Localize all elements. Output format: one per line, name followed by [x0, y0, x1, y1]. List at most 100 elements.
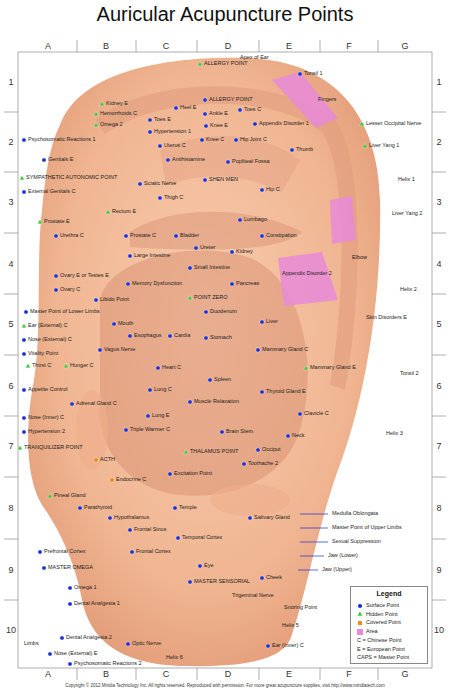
- grid-reference: G: [401, 42, 408, 51]
- point-marker: [108, 516, 112, 520]
- legend-text: C = Chinese Point: [357, 637, 401, 643]
- point-marker: [128, 334, 132, 338]
- point-label: Adrenal Gland C: [76, 401, 117, 407]
- point-marker: [68, 586, 72, 590]
- point-label: Hunger C: [70, 363, 94, 369]
- point-label: Omega 1: [74, 585, 97, 591]
- point-label: Prostate C: [130, 233, 156, 239]
- point-label: Ankle E: [209, 111, 228, 117]
- legend-text: E = European Point: [357, 646, 405, 652]
- legend-row: CAPS = Master Point: [357, 654, 409, 661]
- point-marker: [184, 449, 189, 453]
- point-label: Toothache 2: [248, 461, 278, 467]
- point-label: Optic Nerve: [132, 641, 161, 647]
- area-patch: [272, 72, 338, 128]
- point-label: ALLERGY POINT: [209, 97, 253, 103]
- point-label: Tonsil 2: [400, 371, 419, 377]
- point-marker: [110, 478, 114, 482]
- point-marker: [54, 274, 58, 278]
- point-marker: [48, 493, 53, 497]
- point-label: Sciatic Nerve: [144, 181, 176, 187]
- point-marker: [234, 138, 238, 142]
- point-label: Dental Analgesia 2: [66, 635, 112, 641]
- point-label: Trigeminal Nerve: [232, 593, 274, 599]
- point-label: Nose (Inner) C: [28, 415, 64, 421]
- point-label: Sexual Suppression: [332, 539, 381, 545]
- point-label: Duodenum: [210, 309, 237, 315]
- point-marker: [158, 196, 162, 200]
- point-marker: [98, 348, 102, 352]
- point-label: Lumbago: [244, 217, 267, 223]
- point-marker: [124, 234, 128, 238]
- point-label: Cheek: [266, 575, 282, 581]
- point-label: Lung C: [154, 387, 172, 393]
- grid-reference: 10: [6, 626, 16, 635]
- grid-reference: 7: [436, 442, 441, 451]
- point-marker: [42, 566, 46, 570]
- point-label: Prostate E: [44, 219, 70, 225]
- point-label: Helix 2: [400, 287, 417, 293]
- point-label: THALAMUS POINT: [190, 449, 238, 455]
- point-marker: [203, 112, 207, 116]
- grid-reference: 4: [8, 260, 13, 269]
- point-marker: [304, 365, 309, 369]
- legend-text: Area: [366, 628, 378, 634]
- grid-reference: D: [225, 42, 232, 51]
- point-marker: [148, 118, 152, 122]
- point-marker: [203, 178, 207, 182]
- point-marker: [146, 414, 150, 418]
- point-marker: [298, 72, 302, 76]
- point-marker: [130, 550, 134, 554]
- point-label: Occiput: [262, 447, 281, 453]
- point-marker: [203, 98, 207, 102]
- point-label: Neck: [292, 433, 305, 439]
- point-label: Helix 1: [398, 177, 415, 183]
- point-label: Vagus Nerve: [104, 347, 135, 353]
- legend-symbol: [357, 620, 363, 626]
- point-marker: [248, 516, 252, 520]
- point-label: Esophagus: [134, 333, 162, 339]
- point-marker: [106, 209, 111, 213]
- point-label: Temporal Cortex: [182, 535, 222, 541]
- legend-row: Covered Point: [357, 619, 401, 626]
- point-marker: [126, 642, 130, 646]
- point-label: Pancreas: [236, 281, 259, 287]
- point-label: Genitals E: [48, 157, 73, 163]
- grid-reference: 9: [436, 566, 441, 575]
- point-label: Medulla Oblongata: [332, 511, 378, 517]
- point-label: Psychosomatic Reactions 1: [28, 137, 96, 143]
- point-label: Nose (External) E: [54, 651, 97, 657]
- point-marker: [204, 336, 208, 340]
- point-marker: [22, 352, 26, 356]
- legend-swatch: [357, 629, 363, 635]
- point-marker: [64, 363, 69, 367]
- point-label: Small Intestine: [194, 265, 230, 271]
- point-marker: [60, 636, 64, 640]
- point-marker: [128, 254, 132, 258]
- point-marker: [54, 288, 58, 292]
- point-marker: [18, 445, 23, 449]
- point-label: Brain Stem: [226, 429, 253, 435]
- point-label: Lung E: [152, 413, 169, 419]
- grid-reference: A: [45, 42, 51, 51]
- point-label: Hip C: [266, 187, 280, 193]
- point-label: Master Point of Upper Limbs: [332, 525, 402, 531]
- point-marker: [173, 506, 177, 510]
- point-marker: [22, 430, 26, 434]
- legend-symbol: [357, 611, 363, 617]
- point-marker: [124, 428, 128, 432]
- point-label: Jaw (Upper): [322, 567, 352, 573]
- point-marker: [174, 106, 178, 110]
- point-label: Apex of Ear: [240, 55, 269, 61]
- point-label: Helix 5: [282, 623, 299, 629]
- point-marker: [260, 576, 264, 580]
- point-label: Ureter: [200, 245, 215, 251]
- point-label: Hypertension 1: [154, 129, 191, 135]
- point-label: Thirst C: [32, 363, 51, 369]
- grid-reference: 1: [8, 78, 13, 87]
- point-marker: [266, 644, 270, 648]
- point-label: Psychosomatic Reactions 2: [74, 661, 142, 667]
- point-marker: [286, 434, 290, 438]
- point-marker: [220, 430, 224, 434]
- point-marker: [22, 416, 26, 420]
